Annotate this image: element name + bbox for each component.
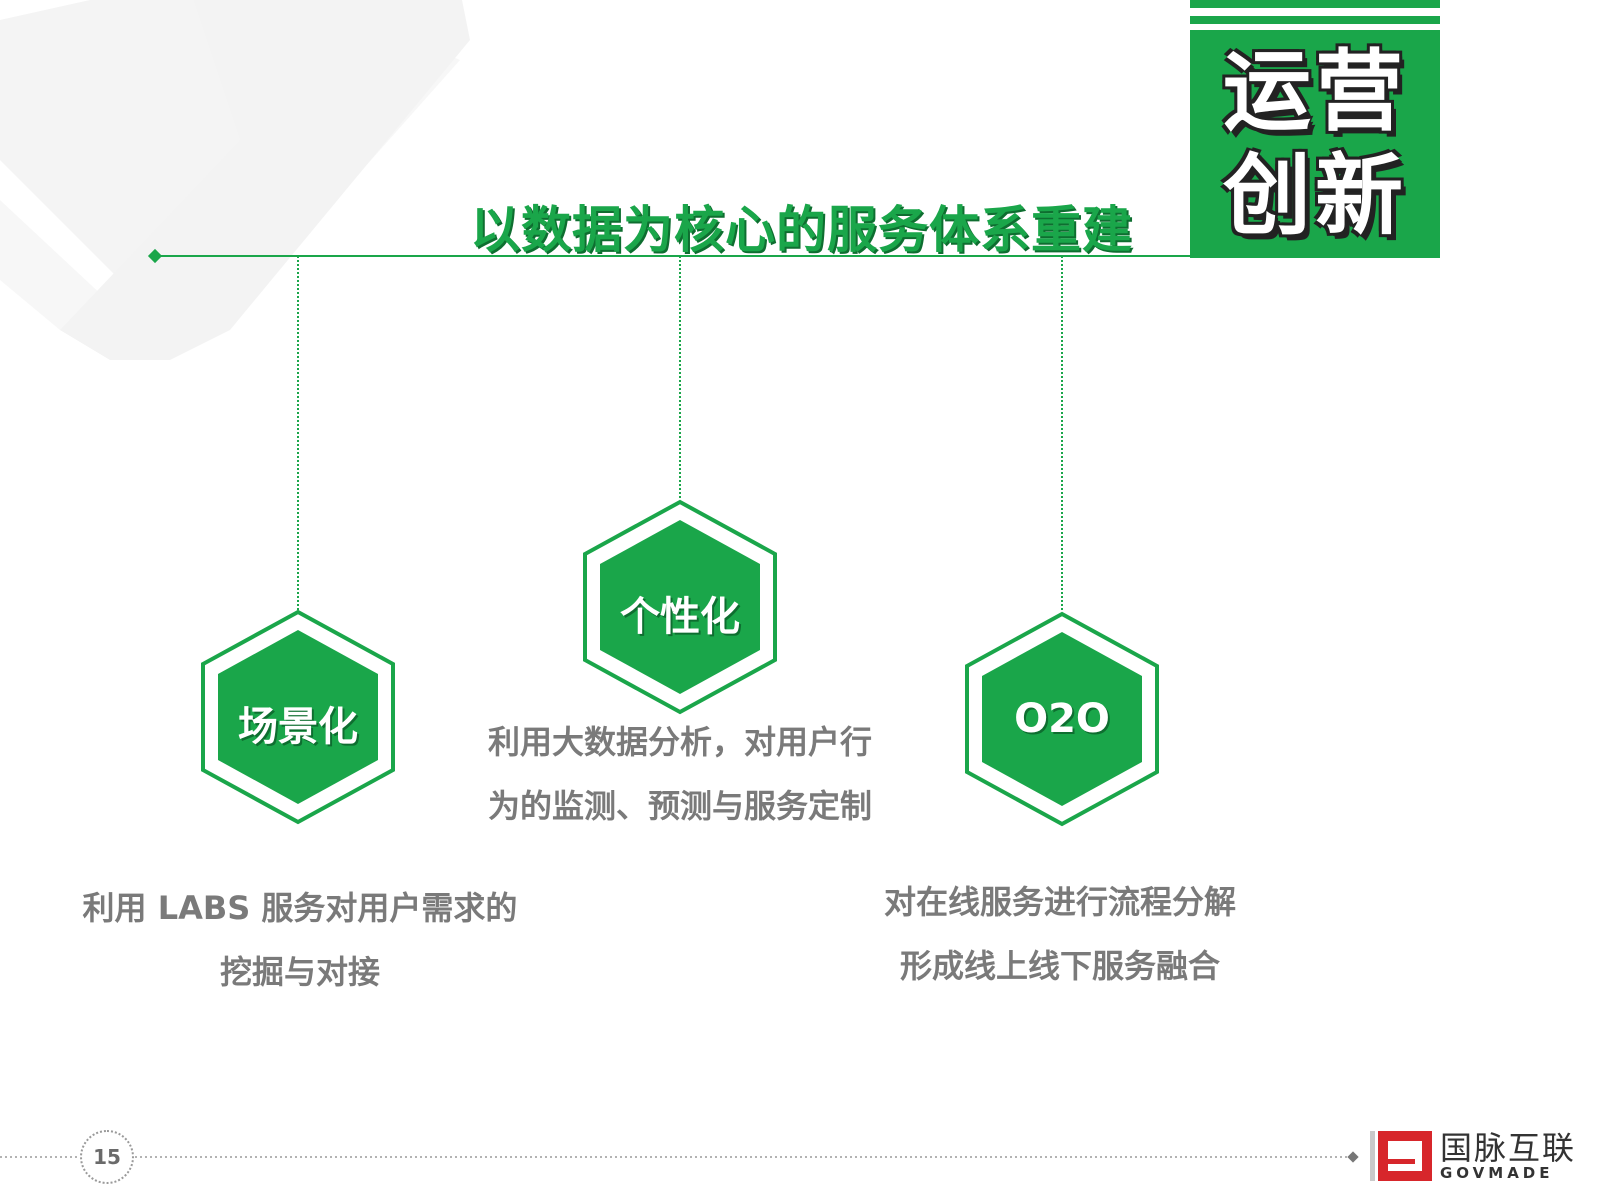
hexagon-2 — [583, 499, 777, 715]
pillar-1-desc-line-1: 利用 LABS 服务对用户需求的 — [82, 889, 518, 927]
hexagon-2-label: 个性化 — [620, 594, 740, 640]
hexagon-1-label: 场景化 — [238, 704, 358, 750]
hexagon-1 — [201, 609, 395, 825]
hexagon-3-label: O2O — [1014, 696, 1110, 742]
brand-name-en: GOVMADE — [1440, 1164, 1554, 1182]
baseline-endpoint — [147, 248, 163, 264]
corner-stripe-2 — [1190, 16, 1440, 24]
pillar-1-desc-line-2: 挖掘与对接 — [219, 953, 380, 991]
pillar-2-desc-line-2: 为的监测、预测与服务定制 — [487, 787, 872, 825]
pillar-3-description: 对在线服务进行流程分解 形成线上线下服务融合 — [800, 870, 1320, 998]
brand-logo: 国脉互联 GOVMADE — [1370, 1128, 1576, 1184]
corner-stripe-1 — [1190, 0, 1440, 8]
corner-title-block: 运营 创新 — [1190, 0, 1440, 258]
corner-title-line-2: 创新 — [1222, 144, 1407, 247]
pillar-3-desc-line-2: 形成线上线下服务融合 — [899, 947, 1220, 985]
page-number: 15 — [80, 1130, 134, 1184]
pillar-1-description: 利用 LABS 服务对用户需求的 挖掘与对接 — [40, 876, 560, 1004]
pillar-2-desc-line-1: 利用大数据分析，对用户行 — [487, 723, 872, 761]
footer-line-endpoint — [1347, 1151, 1359, 1163]
brand-name-cn: 国脉互联 — [1440, 1129, 1577, 1167]
corner-title: 运营 创新 — [1190, 30, 1440, 258]
pillar-3-desc-line-1: 对在线服务进行流程分解 — [883, 883, 1236, 921]
govmade-logo-icon — [1370, 1131, 1432, 1181]
pillar-2-description: 利用大数据分析，对用户行 为的监测、预测与服务定制 — [420, 710, 940, 838]
corner-title-line-1: 运营 — [1222, 40, 1407, 143]
watermark-chevron-band — [60, 0, 470, 360]
section-headline: 以数据为核心的服务体系重建 — [470, 201, 1133, 259]
hexagon-3 — [965, 611, 1159, 827]
